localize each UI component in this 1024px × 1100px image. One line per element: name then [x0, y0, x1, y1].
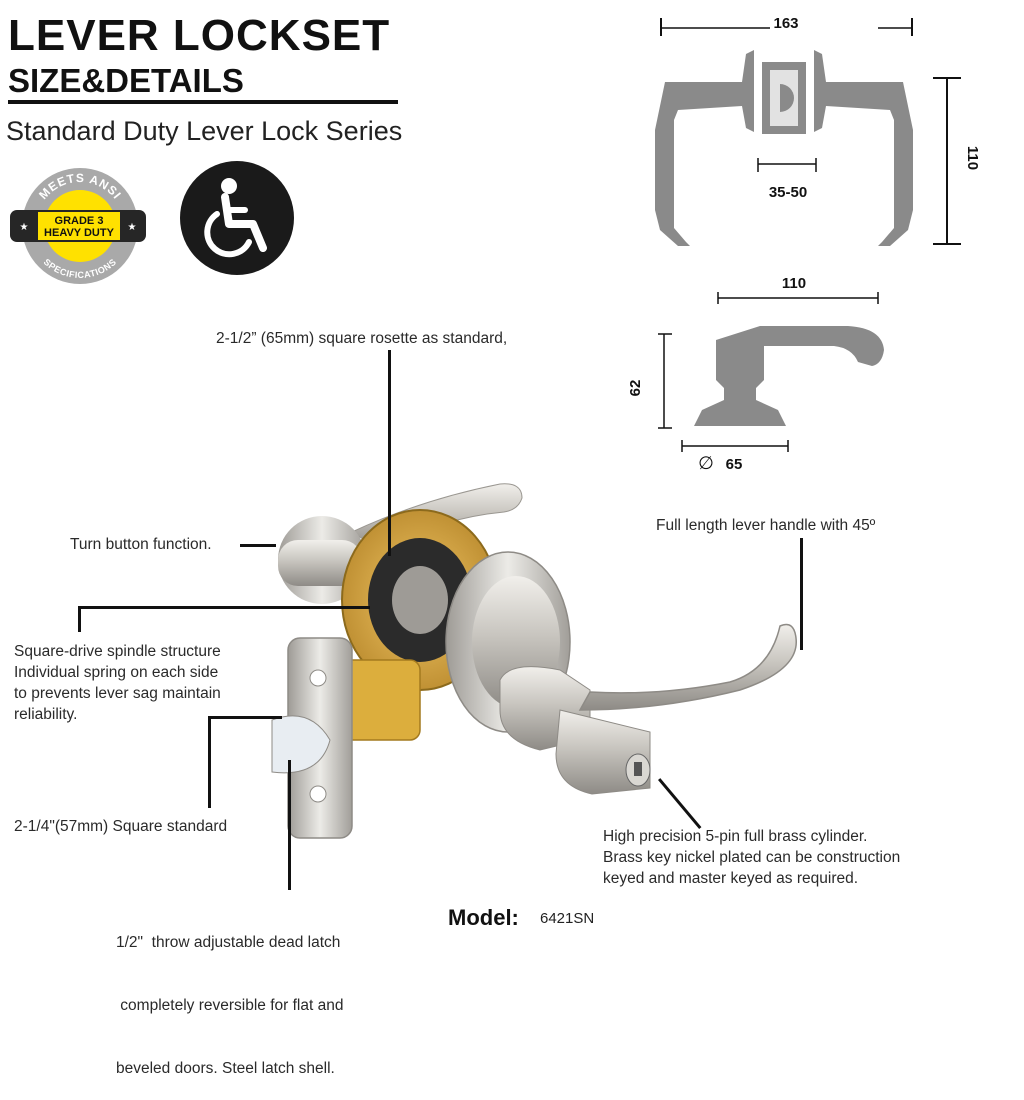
key-cylinder — [634, 762, 642, 776]
dim-width-overall: 163 — [773, 15, 798, 32]
dim-lever-length: 110 — [782, 275, 806, 292]
callout-lever: Full length lever handle with 45º — [656, 517, 876, 534]
model-label: Model: — [448, 905, 519, 930]
leader-lever — [800, 538, 803, 650]
callout-cylinder: High precision 5-pin full brass cylinder… — [603, 828, 901, 887]
leader-rosette — [388, 350, 391, 556]
diameter-symbol: ∅ — [698, 453, 714, 474]
leader-spindle — [78, 606, 370, 609]
badge-star-left: ★ — [20, 222, 29, 233]
callout-rosette: 2-1/2” (65mm) square rosette as standard… — [216, 330, 508, 347]
callout-spindle: Square-drive spindle structure Individua… — [14, 643, 221, 723]
badge-duty-text: HEAVY DUTY — [44, 227, 115, 239]
leader-latch — [288, 760, 291, 890]
lockset-product-illustration — [271, 483, 797, 839]
title-underline — [8, 100, 398, 104]
page-subtitle: SIZE&DETAILS — [8, 62, 244, 99]
callout-latch: 1/2" throw adjustable dead latch complet… — [116, 934, 344, 1077]
side-lever-profile — [694, 326, 884, 426]
badge-star-right: ★ — [128, 222, 137, 233]
wheelchair-accessibility-icon — [180, 161, 294, 275]
side-dimension-drawing: 110 62 ∅ 65 — [627, 275, 884, 474]
ansi-grade-badge: MEETS ANSI SPECIFICATIONS GRADE 3 HEAVY … — [10, 168, 146, 284]
dim-height-overall: 110 — [964, 146, 980, 170]
front-lever-handle — [578, 623, 797, 711]
leader-turn-button — [240, 544, 276, 547]
front-dimension-drawing: 163 35-50 110 — [655, 15, 980, 246]
callout-square-standard: 2-1/4"(57mm) Square standard — [14, 818, 228, 835]
page-title: LEVER LOCKSET — [8, 11, 391, 60]
leader-square-standard — [208, 716, 282, 719]
front-lever-left — [655, 50, 754, 246]
series-name: Standard Duty Lever Lock Series — [6, 116, 403, 146]
front-lever-right — [814, 50, 913, 246]
dim-rosette-diameter: 65 — [726, 456, 743, 473]
model-number: 6421SN — [540, 910, 595, 927]
dim-projection: 62 — [627, 380, 644, 397]
dim-door-thickness: 35-50 — [769, 184, 807, 201]
badge-grade-text: GRADE 3 — [55, 215, 104, 227]
rear-hub — [278, 540, 362, 586]
callout-turn-button: Turn button function. — [70, 536, 212, 553]
